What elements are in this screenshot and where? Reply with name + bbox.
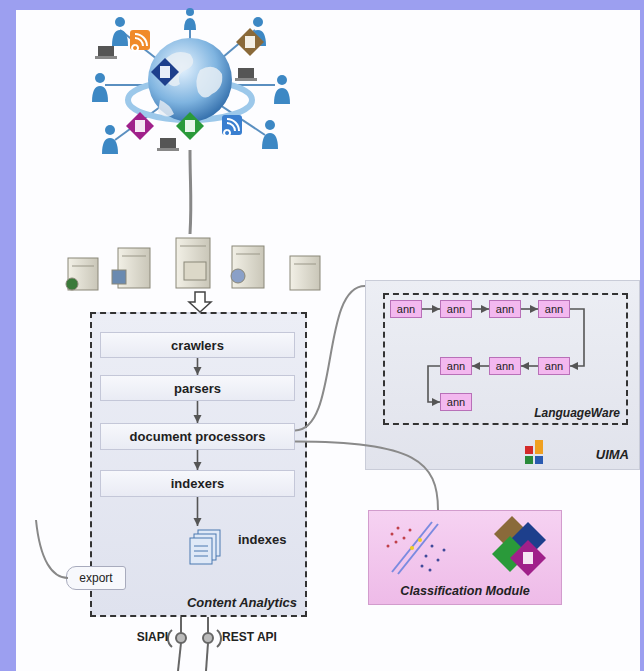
- node-label: ann: [447, 303, 465, 315]
- people-icons: [92, 8, 290, 154]
- process-box: indexers: [100, 470, 295, 497]
- annotator-box: ann: [489, 300, 521, 318]
- flow-arrow: [472, 365, 489, 367]
- process-box: crawlers: [100, 332, 295, 358]
- flow-arrow: [197, 358, 199, 375]
- node-label: Classification Module: [369, 584, 561, 598]
- flow-arrow: [422, 308, 440, 310]
- flow-arrow: [570, 309, 584, 366]
- framework-panel: UIMA LanguageWare ann ann ann ann ann ann ann ann: [365, 280, 640, 470]
- node-label: ann: [397, 303, 415, 315]
- export-wire: [36, 520, 68, 578]
- laptop-icons: [95, 46, 257, 151]
- hollow-arrow: [189, 292, 211, 312]
- link-curve: [295, 286, 365, 431]
- process-box: parsers: [100, 375, 295, 401]
- node-label: ann: [447, 396, 465, 408]
- node-label: parsers: [174, 381, 221, 396]
- node-label: ann: [545, 303, 563, 315]
- annotator-box: ann: [440, 357, 472, 375]
- flow-arrow: [197, 497, 199, 526]
- export-tab: export: [66, 566, 126, 590]
- api-label: REST API: [222, 630, 277, 644]
- index-store: indexes: [186, 526, 290, 566]
- scatter-icon: [387, 522, 446, 574]
- node-label: Content Analytics: [187, 595, 297, 610]
- annotator-box: ann: [440, 300, 472, 318]
- node-label: UIMA: [596, 447, 629, 462]
- node-label: indexers: [171, 476, 224, 491]
- annotator-group: LanguageWare ann ann ann ann ann ann ann ann: [383, 293, 628, 425]
- annotator-box: ann: [538, 357, 570, 375]
- uima-logo: [525, 440, 543, 464]
- api-label: SIAPI: [137, 630, 168, 644]
- flow-arrow: [428, 366, 440, 402]
- flow-arrow: [197, 450, 199, 470]
- node-label: ann: [496, 303, 514, 315]
- document-stack-icon: [492, 516, 546, 576]
- flow-arrow: [472, 308, 489, 310]
- module-box: Classification Module: [368, 510, 562, 605]
- document-icons: [126, 28, 264, 140]
- annotator-box: ann: [440, 393, 472, 411]
- annotator-box: ann: [390, 300, 422, 318]
- server-icons: [66, 238, 320, 290]
- node-label: LanguageWare: [534, 406, 620, 420]
- node-label: ann: [447, 360, 465, 372]
- node-label: export: [79, 571, 112, 585]
- flow-arrow: [521, 308, 538, 310]
- annotator-box: ann: [489, 357, 521, 375]
- node-label: document processors: [130, 429, 266, 444]
- api-sockets: [168, 617, 221, 671]
- node-label: crawlers: [171, 338, 224, 353]
- node-label: ann: [496, 360, 514, 372]
- globe-link: [189, 150, 193, 234]
- globe: [128, 38, 252, 122]
- flow-arrow: [521, 365, 538, 367]
- index-icon: [190, 530, 220, 564]
- link-curve: [295, 442, 438, 511]
- annotator-box: ann: [538, 300, 570, 318]
- network-lines: [105, 20, 275, 140]
- node-label: indexes: [238, 532, 286, 547]
- process-box: document processors: [100, 423, 295, 450]
- node-label: ann: [545, 360, 563, 372]
- flow-arrow: [197, 401, 199, 423]
